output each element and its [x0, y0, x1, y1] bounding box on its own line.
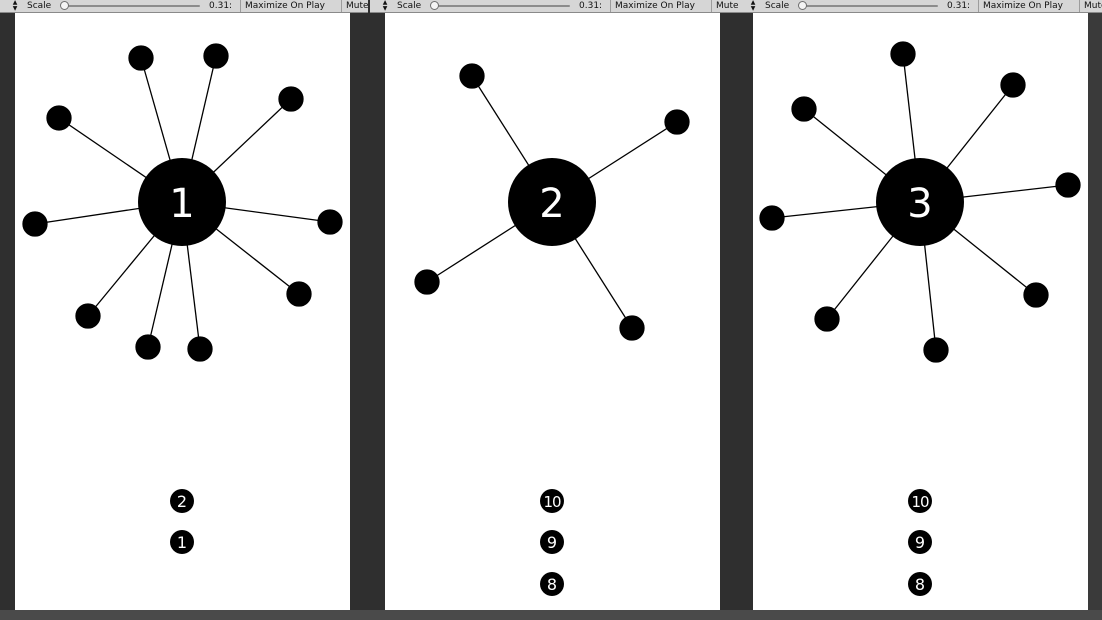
game-view-toolbar-3: ▲▼ Scale 0.31: Maximize On Play Mute — [738, 0, 1102, 13]
scale-slider-thumb[interactable] — [430, 1, 439, 10]
game-view-1[interactable]: 1 2 1 — [15, 13, 350, 610]
queued-pin — [170, 530, 194, 554]
rotating-core — [876, 158, 964, 246]
maximize-on-play-toggle[interactable]: Maximize On Play — [983, 1, 1063, 11]
queued-pin — [170, 489, 194, 513]
pin-queue: 10 9 8 — [540, 489, 564, 596]
queued-pin-number: 9 — [547, 533, 557, 552]
queued-pin — [540, 489, 564, 513]
scale-arrows-icon[interactable]: ▲▼ — [12, 0, 18, 12]
stuck-pins — [414, 63, 690, 341]
scale-slider[interactable] — [432, 5, 570, 7]
scale-value: 0.31: — [947, 1, 971, 11]
rotating-core — [138, 158, 226, 246]
mute-toggle[interactable]: Mute — [346, 1, 368, 11]
queued-pin-number: 10 — [911, 493, 929, 511]
toolbar-divider — [978, 0, 979, 12]
queued-pin-number: 1 — [177, 533, 187, 552]
maximize-on-play-toggle[interactable]: Maximize On Play — [245, 1, 325, 11]
scale-slider[interactable] — [62, 5, 200, 7]
game-view-2[interactable]: 2 10 9 8 — [385, 13, 720, 610]
scale-label: Scale — [397, 1, 422, 11]
editor-frame-edge — [1088, 13, 1102, 610]
level-number: 3 — [907, 181, 932, 227]
scale-arrows-icon[interactable]: ▲▼ — [750, 0, 756, 12]
mute-toggle[interactable]: Mute — [716, 1, 738, 11]
queued-pin — [540, 530, 564, 554]
level-number: 2 — [539, 181, 564, 227]
maximize-on-play-toggle[interactable]: Maximize On Play — [615, 1, 695, 11]
game-view-toolbar-1: ▲▼ Scale 0.31: Maximize On Play Mute — [0, 0, 368, 13]
pin-queue: 10 9 8 — [908, 489, 932, 596]
queued-pin-number: 8 — [915, 575, 925, 594]
toolbar-divider — [1079, 0, 1080, 12]
game-view-3[interactable]: 3 10 9 8 — [753, 13, 1088, 610]
queued-pin — [908, 489, 932, 513]
queued-pin-number: 9 — [915, 533, 925, 552]
scale-slider-thumb[interactable] — [60, 1, 69, 10]
scale-label: Scale — [765, 1, 790, 11]
queued-pin — [908, 572, 932, 596]
scale-slider-thumb[interactable] — [798, 1, 807, 10]
scale-arrows-icon[interactable]: ▲▼ — [382, 0, 388, 12]
scale-label: Scale — [27, 1, 52, 11]
editor-bottom-bar — [0, 610, 1102, 620]
game-view-toolbar-2: ▲▼ Scale 0.31: Maximize On Play Mute — [370, 0, 738, 13]
scale-slider[interactable] — [800, 5, 938, 7]
stuck-pins — [22, 43, 343, 362]
toolbar-divider — [610, 0, 611, 12]
toolbar-divider — [341, 0, 342, 12]
queued-pin — [908, 530, 932, 554]
level-number: 1 — [169, 181, 194, 227]
queued-pin-number: 2 — [177, 492, 187, 511]
scale-value: 0.31: — [579, 1, 603, 11]
toolbar-divider — [240, 0, 241, 12]
mute-toggle[interactable]: Mute — [1084, 1, 1102, 11]
scale-value: 0.31: — [209, 1, 233, 11]
queued-pin — [540, 572, 564, 596]
rotating-core — [508, 158, 596, 246]
pin-queue: 2 1 — [170, 489, 194, 554]
toolbar-divider — [711, 0, 712, 12]
queued-pin-number: 10 — [543, 493, 561, 511]
queued-pin-number: 8 — [547, 575, 557, 594]
